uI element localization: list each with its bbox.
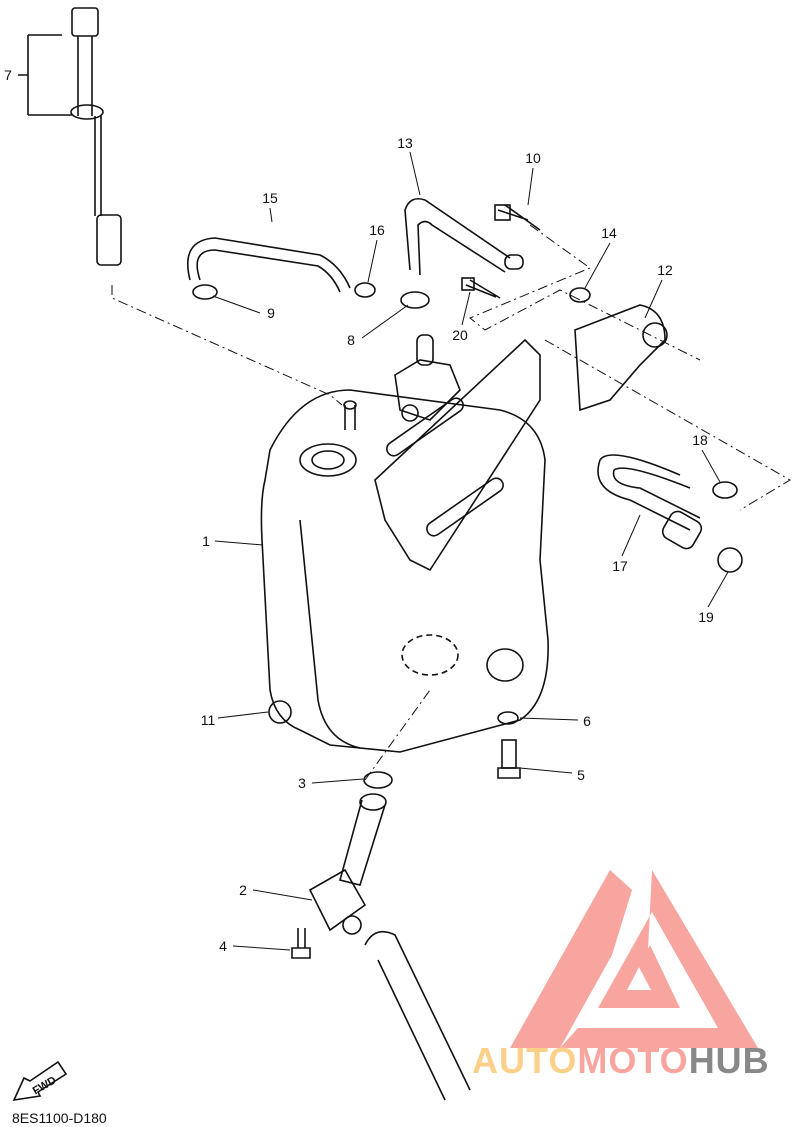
diagram-code: 8ES1100-D180	[12, 1110, 107, 1126]
callout-10: 10	[525, 150, 541, 166]
callout-6: 6	[583, 713, 591, 729]
callout-18: 18	[692, 432, 708, 448]
brand-part-hub: HUB	[688, 1040, 770, 1081]
small-parts	[192, 204, 743, 959]
oil-tank	[260, 334, 549, 753]
callout-3: 3	[298, 775, 306, 791]
callout-15: 15	[262, 190, 278, 206]
leader-lines	[212, 151, 729, 951]
callout-16: 16	[369, 222, 385, 238]
callout-4: 4	[219, 938, 227, 954]
brand-part-moto: MOTO	[577, 1040, 689, 1081]
callout-2: 2	[239, 882, 247, 898]
callout-1: 1	[202, 533, 210, 549]
callout-19: 19	[698, 609, 714, 625]
callout-5: 5	[577, 767, 585, 783]
callout-9: 9	[267, 305, 275, 321]
callout-8: 8	[347, 332, 355, 348]
brand-part-auto: AUTO	[472, 1040, 578, 1081]
callout-14: 14	[601, 225, 617, 241]
callout-20: 20	[452, 327, 468, 343]
callout-17: 17	[612, 558, 628, 574]
fwd-arrow-icon	[12, 1060, 68, 1102]
callout-13: 13	[397, 135, 413, 151]
watermark-brand: AUTOMOTOHUB	[472, 1040, 770, 1082]
hoses	[186, 197, 703, 1101]
guide-lines	[111, 224, 791, 781]
callout-bracket-7	[18, 34, 72, 116]
callout-12: 12	[657, 262, 673, 278]
callout-7: 7	[4, 67, 12, 83]
watermark-logo	[510, 870, 758, 1048]
callout-11: 11	[200, 712, 216, 728]
fuel-sender	[70, 7, 122, 266]
